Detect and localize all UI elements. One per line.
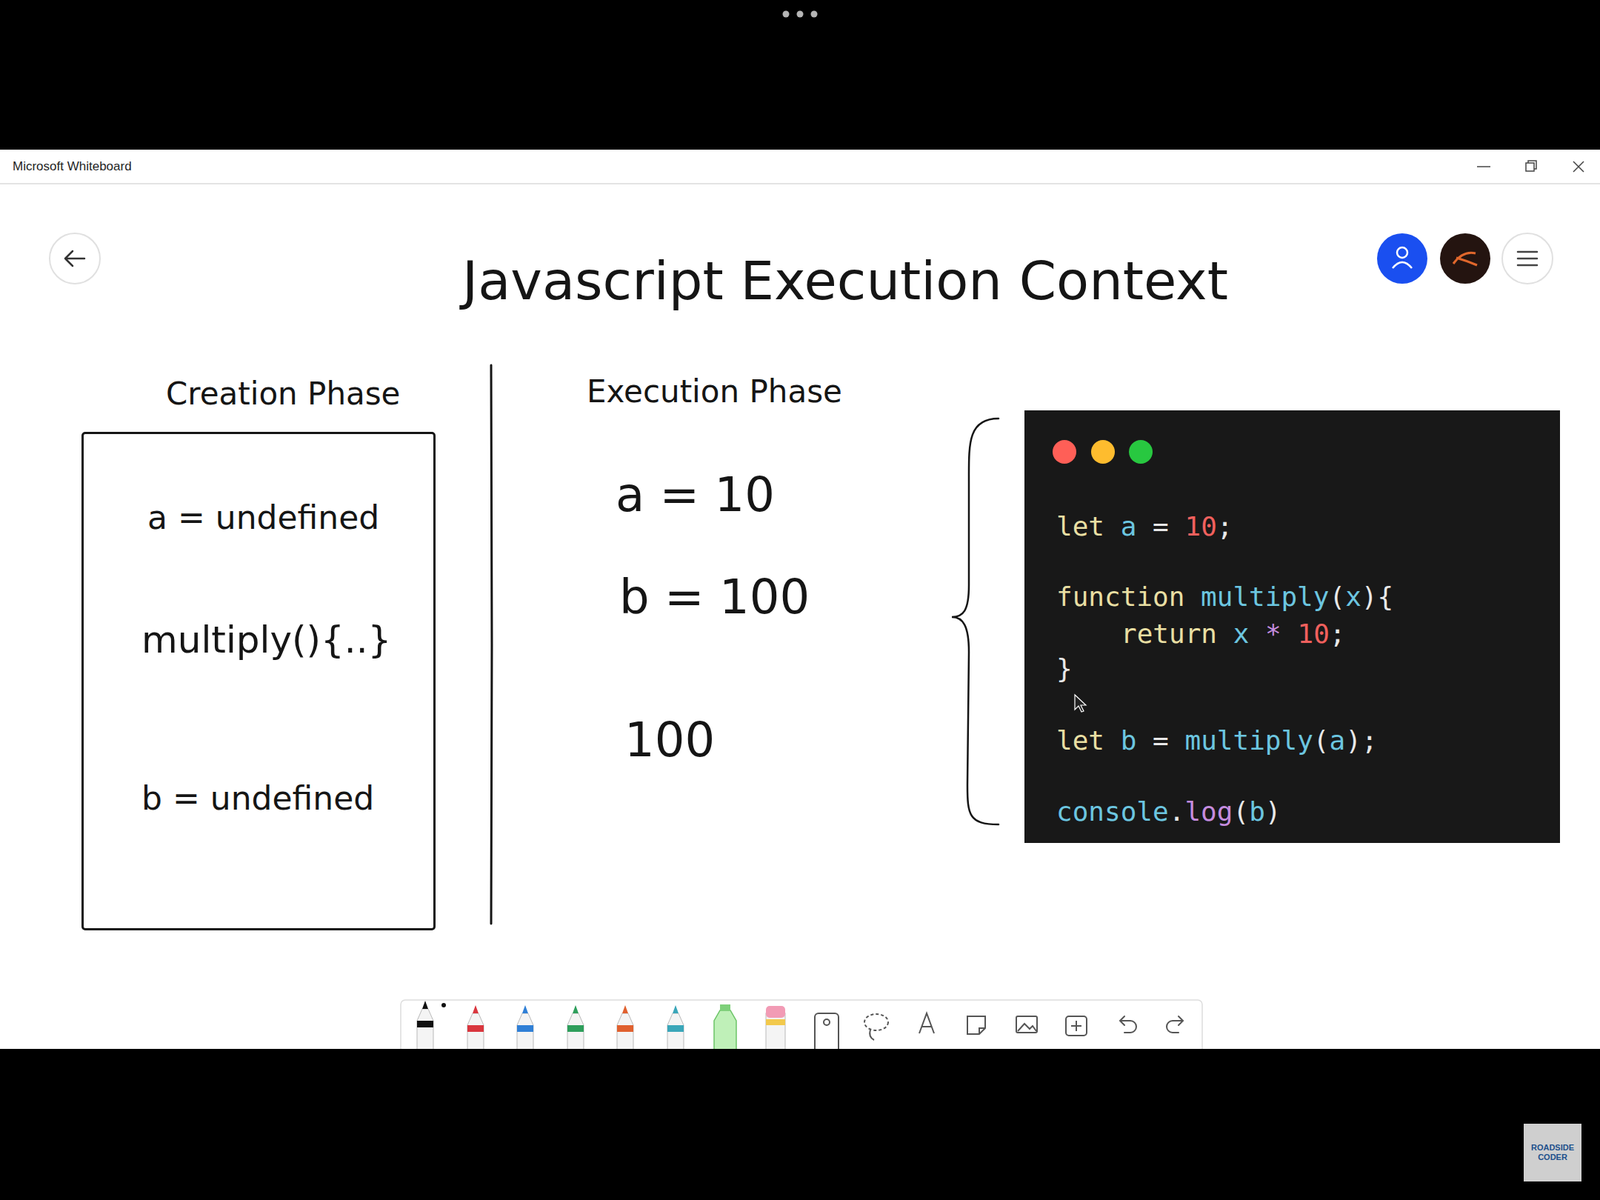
value-entry: a = 10	[615, 466, 775, 524]
code-line: function multiply(x){	[1056, 580, 1394, 613]
code-token	[1136, 511, 1153, 542]
code-token: return	[1120, 618, 1218, 649]
code-token: .	[1168, 796, 1186, 827]
code-token	[1136, 725, 1153, 756]
code-token: ;	[1361, 725, 1378, 756]
code-line: let a = 10;	[1056, 510, 1234, 543]
code-token: log	[1184, 796, 1233, 827]
code-token: x	[1233, 618, 1250, 649]
code-token: let	[1056, 511, 1105, 542]
code-token: {	[1377, 581, 1395, 612]
code-token: b	[1248, 796, 1266, 827]
watermark: ROADSIDE CODER	[1523, 1123, 1582, 1182]
memory-entry: a = undefined	[147, 498, 380, 538]
memory-entry: b = undefined	[141, 779, 375, 819]
code-token: multiply	[1184, 725, 1313, 756]
code-token	[1184, 581, 1201, 612]
code-token	[1104, 511, 1121, 542]
code-token: =	[1152, 725, 1169, 756]
code-token: 10	[1297, 618, 1329, 649]
value-entry: b = 100	[619, 568, 810, 626]
code-token: multiply	[1200, 581, 1329, 612]
window-title: Microsoft Whiteboard	[12, 159, 132, 175]
code-token	[1104, 725, 1121, 756]
code-token: ;	[1217, 511, 1234, 542]
phase-heading: Execution Phase	[586, 373, 843, 411]
code-token: )	[1265, 796, 1282, 827]
code-token: )	[1361, 581, 1378, 612]
page-title: Javascript Execution Context	[462, 248, 1229, 313]
code-token: =	[1152, 511, 1169, 542]
code-token: (	[1232, 796, 1249, 827]
code-token: ;	[1329, 618, 1346, 649]
code-line: }	[1056, 652, 1073, 685]
code-token	[1248, 618, 1266, 649]
code-token: let	[1056, 725, 1105, 756]
code-token	[1217, 618, 1234, 649]
code-token: (	[1328, 581, 1346, 612]
code-token: (	[1313, 725, 1330, 756]
code-token: }	[1056, 653, 1073, 684]
code-token: a	[1120, 511, 1138, 542]
code-token: console	[1056, 796, 1169, 827]
code-panel: let a = 10;function multiply(x){return x…	[1024, 410, 1560, 843]
code-token: )	[1345, 725, 1362, 756]
code-token: function	[1056, 581, 1185, 612]
window-buttons	[1024, 410, 1560, 843]
code-line: console.log(b)	[1056, 795, 1282, 828]
code-line: return x * 10;	[1120, 617, 1346, 650]
output-value: 100	[624, 711, 715, 769]
code-token: b	[1120, 725, 1138, 756]
code-token: x	[1345, 581, 1362, 612]
code-token: 10	[1184, 511, 1217, 542]
phase-box: Creation Phasea = undefinedmultiply(){..…	[81, 431, 436, 931]
code-token	[1168, 511, 1186, 542]
code-token	[1281, 618, 1298, 649]
memory-entry: multiply(){..}	[141, 617, 392, 663]
code-line: let b = multiply(a);	[1056, 724, 1378, 757]
code-token	[1168, 725, 1186, 756]
code-token: a	[1329, 725, 1346, 756]
phase-heading: Creation Phase	[165, 375, 400, 413]
code-token: *	[1265, 618, 1282, 649]
